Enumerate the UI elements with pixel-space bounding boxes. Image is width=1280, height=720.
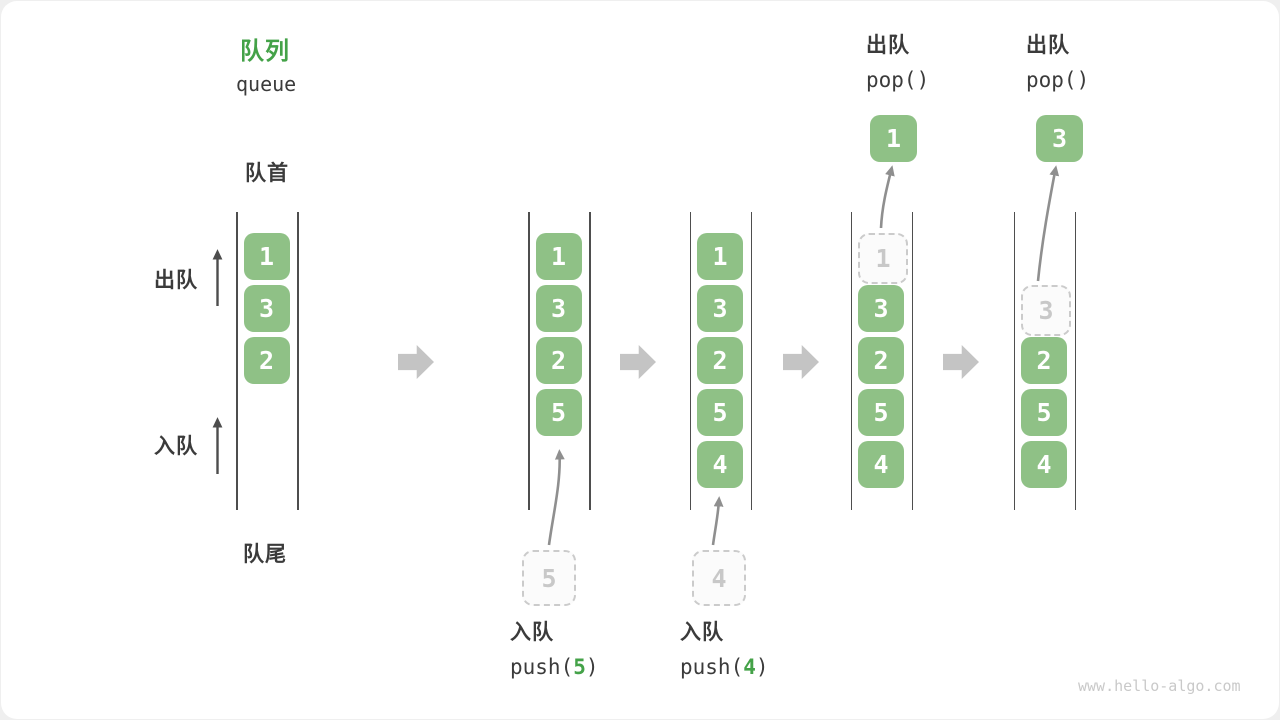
queue-item: 5	[535, 389, 582, 436]
queue-column-right-line	[297, 212, 299, 510]
operation-label-code: push(5)	[510, 655, 599, 679]
code-prefix: push(	[680, 655, 744, 679]
enqueue-operation-label: 入队 push(4)	[680, 616, 769, 679]
queue-item: 1	[535, 233, 582, 280]
code-argument: 4	[743, 655, 756, 679]
label-enqueue: 入队	[154, 434, 198, 458]
queue-item: 3	[697, 285, 743, 332]
label-queue-rear: 队尾	[243, 542, 287, 566]
operation-label-code: pop()	[1026, 68, 1089, 92]
queue-column-right-line	[1074, 212, 1077, 510]
dequeue-operation-label: 出队 pop()	[1026, 29, 1089, 92]
queue-column-left-line	[1013, 212, 1016, 510]
code-suffix: )	[755, 655, 769, 679]
queue-item: 4	[1021, 441, 1067, 488]
queue-column-left-line	[236, 212, 238, 510]
queue-item-removed: 3	[1021, 285, 1071, 336]
enqueue-operation-label: 入队 push(5)	[510, 616, 599, 679]
code-prefix: pop()	[1026, 68, 1090, 92]
queue-item: 5	[697, 389, 743, 436]
watermark: www.hello-algo.com	[1078, 677, 1241, 695]
queue-item: 2	[858, 337, 904, 384]
queue-item: 2	[1021, 337, 1067, 384]
label-dequeue: 出队	[154, 268, 198, 292]
code-argument: 5	[573, 655, 586, 679]
queue-item-popped: 3	[1036, 115, 1083, 162]
page-subtitle: queue	[236, 72, 297, 96]
code-suffix: )	[585, 655, 599, 679]
queue-column-left-line	[528, 212, 530, 510]
queue-item: 2	[697, 337, 743, 384]
queue-item: 2	[243, 337, 290, 384]
queue-item: 5	[858, 389, 904, 436]
operation-label-zh: 入队	[680, 620, 724, 644]
queue-item: 3	[535, 285, 582, 332]
queue-item-removed: 1	[858, 233, 908, 284]
queue-item: 4	[697, 441, 743, 488]
operation-label-code: push(4)	[680, 655, 769, 679]
queue-column-left-line	[850, 212, 853, 510]
queue-item: 2	[535, 337, 582, 384]
queue-item: 5	[1021, 389, 1067, 436]
queue-item-popped: 1	[870, 115, 917, 162]
queue-column-right-line	[589, 212, 591, 510]
operation-label-zh: 出队	[866, 33, 910, 57]
queue-item: 3	[243, 285, 290, 332]
operation-label-zh: 入队	[510, 620, 554, 644]
queue-column-right-line	[911, 212, 914, 510]
dequeue-operation-label: 出队 pop()	[866, 29, 929, 92]
queue-item: 4	[858, 441, 904, 488]
code-prefix: pop()	[866, 68, 930, 92]
operation-label-zh: 出队	[1026, 33, 1070, 57]
queue-column-right-line	[750, 212, 753, 510]
operation-label-code: pop()	[866, 68, 929, 92]
queue-column-left-line	[689, 212, 692, 510]
page-title: 队列	[240, 37, 290, 65]
queue-item: 1	[243, 233, 290, 280]
code-prefix: push(	[510, 655, 574, 679]
queue-item-pending: 4	[692, 550, 746, 606]
queue-item: 1	[697, 233, 743, 280]
queue-item-pending: 5	[522, 550, 576, 606]
label-queue-front: 队首	[245, 161, 289, 185]
queue-item: 3	[858, 285, 904, 332]
